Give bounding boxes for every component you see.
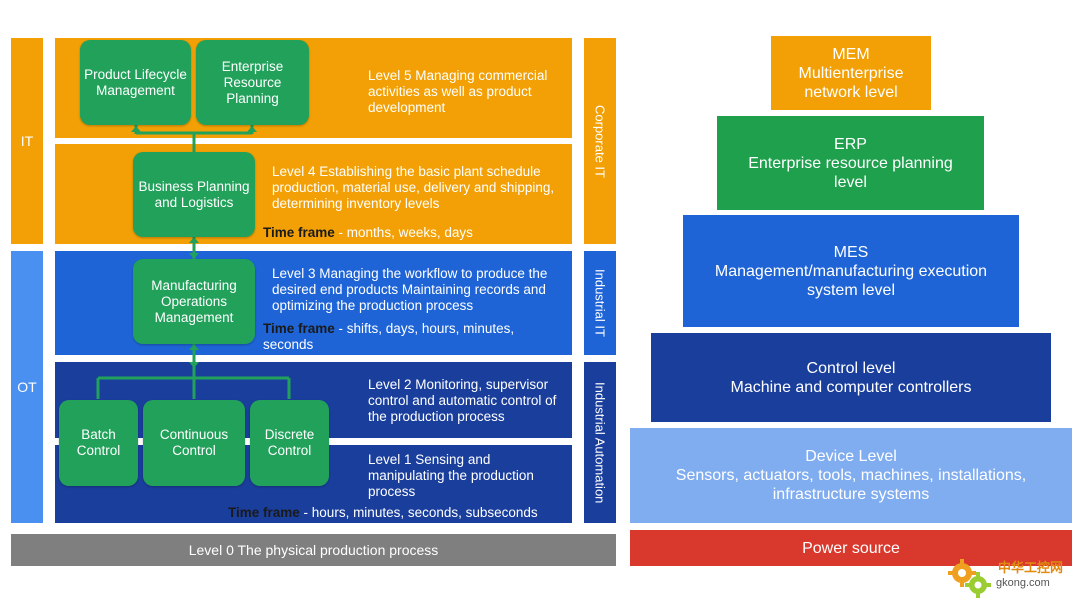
plm-label: Product Lifecycle Management (84, 66, 187, 98)
mes-line2: system level (806, 281, 896, 299)
time-frame-label: Time frame (263, 225, 335, 240)
level4-description: Level 4 Establishing the basic plant sch… (272, 164, 555, 211)
level1-time-frame: Time frame - hours, minutes, seconds, su… (228, 505, 568, 521)
control-line1: Control level (806, 359, 896, 377)
level4-time-frame: Time frame - months, weeks, days (263, 225, 563, 241)
mes-line1: Management/manufacturing execution (714, 262, 988, 280)
level0-label: Level 0 The physical production process (188, 542, 439, 558)
watermark-logo: 中华工控网 gkong.com (946, 555, 1076, 603)
ot-sidebar: OT (11, 251, 43, 523)
time-frame-label: Time frame (263, 321, 335, 336)
continuous-control-box: Continuous Control (143, 400, 245, 486)
device-line1: Sensors, actuators, tools, machines, ins… (675, 467, 1027, 484)
erp-box: Enterprise Resource Planning (196, 40, 309, 125)
gear-icon (948, 559, 991, 598)
mom-box: Manufacturing Operations Management (133, 259, 255, 344)
corporate-it-label: Corporate IT (592, 104, 608, 178)
time-frame-label: Time frame (228, 505, 300, 520)
level3-time-frame-value: - shifts, days, hours, minutes, seconds (263, 321, 515, 352)
business-planning-box: Business Planning and Logistics (133, 152, 255, 237)
level1-time-frame-value: - hours, minutes, seconds, subseconds (299, 505, 538, 520)
erp-line1: Enterprise resource planning (748, 154, 953, 172)
level3-description: Level 3 Managing the workflow to produce… (272, 266, 548, 313)
pyramid-mes-level: MES Management/manufacturing execution s… (683, 215, 1019, 327)
discrete-control-label: Discrete Control (264, 427, 315, 458)
plm-box: Product Lifecycle Management (80, 40, 191, 125)
mem-line1: Multienterprise (798, 64, 904, 82)
it-label: IT (20, 133, 34, 149)
business-planning-label: Business Planning and Logistics (138, 178, 250, 210)
it-sidebar: IT (11, 38, 43, 244)
industrial-automation-bar: Industrial Automation (584, 362, 616, 523)
pyramid-erp-level: ERP Enterprise resource planning level (717, 116, 984, 210)
level5-description: Level 5 Managing commercial activities a… (368, 68, 548, 115)
watermark-text: 中华工控网 (998, 560, 1064, 575)
level3-time-frame: Time frame - shifts, days, hours, minute… (263, 321, 553, 353)
pyramid-mem-level: MEM Multienterprise network level (771, 36, 931, 110)
mem-line2: network level (804, 83, 898, 101)
industrial-automation-label: Industrial Automation (592, 381, 608, 504)
level2-description: Level 2 Monitoring, supervisor control a… (368, 377, 557, 424)
erp-line2: level (834, 173, 867, 191)
level4-time-frame-value: - months, weeks, days (334, 225, 473, 240)
ot-label: OT (17, 379, 37, 395)
power-source-label: Power source (802, 539, 900, 557)
device-line2: infrastructure systems (772, 486, 930, 503)
corporate-it-bar: Corporate IT (584, 38, 616, 244)
erp-label: Enterprise Resource Planning (221, 58, 284, 106)
batch-control-box: Batch Control (59, 400, 138, 486)
industrial-it-label: Industrial IT (592, 269, 608, 337)
pyramid-device-level: Device Level Sensors, actuators, tools, … (630, 428, 1072, 523)
batch-control-label: Batch Control (76, 427, 121, 458)
erp-title: ERP (834, 135, 867, 153)
device-title: Device Level (805, 448, 897, 465)
mes-title: MES (833, 243, 869, 261)
continuous-control-label: Continuous Control (159, 427, 229, 458)
mem-title: MEM (832, 45, 870, 63)
discrete-control-box: Discrete Control (250, 400, 329, 486)
watermark-url: gkong.com (996, 577, 1050, 589)
control-line2: Machine and computer controllers (730, 378, 972, 396)
pyramid-control-level: Control level Machine and computer contr… (651, 333, 1051, 422)
pyramid-power-source: Power source (630, 530, 1072, 566)
mom-label: Manufacturing Operations Management (151, 277, 237, 325)
industrial-it-bar: Industrial IT (584, 251, 616, 355)
level1-description: Level 1 Sensing and manipulating the pro… (368, 452, 534, 499)
level0-bar: Level 0 The physical production process (11, 534, 616, 566)
